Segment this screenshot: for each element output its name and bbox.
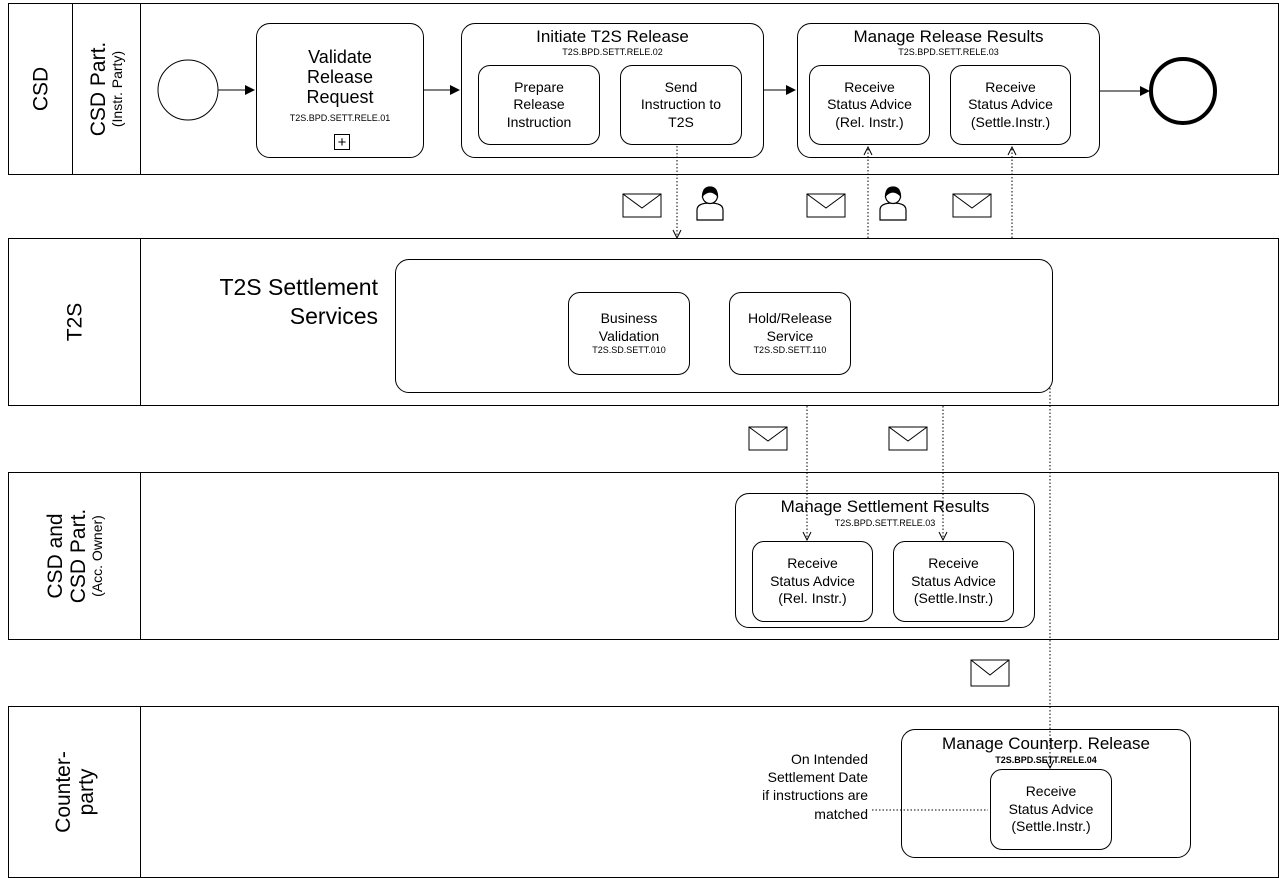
envelope-icon bbox=[622, 193, 662, 218]
envelope-icon bbox=[952, 193, 992, 218]
task-receive-status-advice-settle-owner: Receive Status Advice (Settle.Instr.) bbox=[893, 541, 1014, 622]
t2s-settlement-services-box bbox=[395, 259, 1053, 393]
service-hold-release: Hold/Release Service T2S.SD.SETT.110 bbox=[729, 292, 851, 375]
start-event-icon bbox=[157, 59, 219, 121]
lane-header-t2s: T2S bbox=[9, 239, 141, 405]
pool-header-csd: CSD bbox=[9, 4, 73, 174]
task-receive-status-advice-settle-csd: Receive Status Advice (Settle.Instr.) bbox=[950, 65, 1071, 145]
service-business-validation-name: Business Validation bbox=[598, 310, 660, 344]
lane-header-acc-owner: CSD and CSD Part. (Acc. Owner) bbox=[9, 473, 141, 639]
user-icon bbox=[879, 186, 907, 221]
manage-counterp-release-title: Manage Counterp. Release bbox=[942, 734, 1150, 753]
validate-release-request-subprocess: Validate Release Request T2S.BPD.SETT.RE… bbox=[256, 23, 424, 158]
user-icon bbox=[696, 186, 724, 221]
lane-header-csd-part: CSD Part. (Instr. Party) bbox=[72, 4, 141, 174]
lane-header-counterparty: Counter- party bbox=[9, 707, 141, 877]
envelope-icon bbox=[970, 659, 1010, 687]
validate-release-request-code: T2S.BPD.SETT.RELE.01 bbox=[289, 113, 391, 123]
end-event-icon bbox=[1149, 57, 1217, 125]
initiate-t2s-release-title: Initiate T2S Release bbox=[536, 27, 689, 46]
task-send-instruction-to-t2s: Send Instruction to T2S bbox=[620, 65, 742, 145]
envelope-icon bbox=[748, 426, 788, 451]
manage-settlement-results-code: T2S.BPD.SETT.RELE.03 bbox=[834, 518, 936, 528]
annotation-intended-settlement-date: On Intended Settlement Date if instructi… bbox=[762, 751, 868, 822]
subprocess-marker-text: + bbox=[337, 133, 347, 151]
task-receive-status-advice-rel-csd: Receive Status Advice (Rel. Instr.) bbox=[809, 65, 930, 145]
t2s-settlement-services-title: T2S Settlement Services bbox=[219, 274, 378, 329]
manage-settlement-results-title: Manage Settlement Results bbox=[780, 497, 990, 516]
manage-release-results-title: Manage Release Results bbox=[853, 27, 1044, 46]
manage-release-results-code: T2S.BPD.SETT.RELE.03 bbox=[898, 47, 999, 57]
service-hold-release-code: T2S.SD.SETT.110 bbox=[753, 345, 827, 356]
service-business-validation-code: T2S.SD.SETT.010 bbox=[592, 345, 666, 356]
task-prepare-release-instruction: Prepare Release Instruction bbox=[478, 65, 600, 145]
validate-release-request-title: Validate Release Request bbox=[306, 47, 374, 107]
initiate-t2s-release-code: T2S.BPD.SETT.RELE.02 bbox=[562, 47, 663, 57]
task-receive-status-advice-rel-owner: Receive Status Advice (Rel. Instr.) bbox=[752, 541, 873, 622]
envelope-icon bbox=[806, 193, 846, 218]
service-business-validation: Business Validation T2S.SD.SETT.010 bbox=[568, 292, 690, 375]
service-hold-release-name: Hold/Release Service bbox=[747, 310, 833, 344]
task-receive-status-advice-settle-counterparty: Receive Status Advice (Settle.Instr.) bbox=[990, 769, 1112, 850]
envelope-icon bbox=[888, 426, 928, 451]
subprocess-marker-icon: + bbox=[334, 134, 350, 150]
